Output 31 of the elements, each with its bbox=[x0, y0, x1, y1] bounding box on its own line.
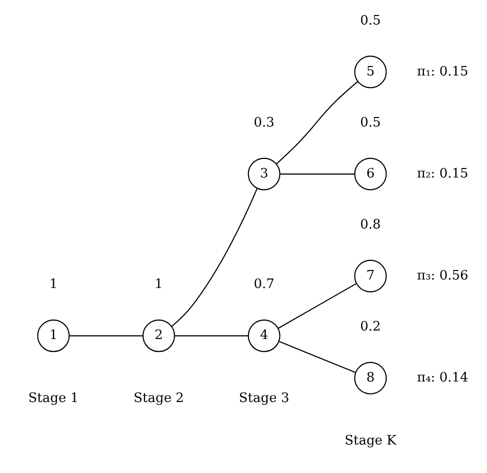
connector bbox=[174, 334, 248, 336]
node-label: 0.7 bbox=[253, 276, 274, 292]
node-circle: 6 bbox=[354, 157, 386, 190]
node-label: π₂: 0.15 bbox=[416, 166, 468, 181]
node-circle: 5 bbox=[354, 55, 386, 88]
label: Stage 2 bbox=[133, 390, 184, 406]
connector bbox=[68, 334, 142, 336]
node-label: 1 bbox=[154, 276, 162, 292]
node-label: 0.5 bbox=[360, 12, 380, 28]
node-circle: 1 bbox=[36, 319, 70, 352]
connector bbox=[280, 172, 354, 174]
node-label: π₁: 0.15 bbox=[416, 64, 468, 79]
node-label: 1 bbox=[48, 276, 58, 292]
node-label: π₄: 0.14 bbox=[416, 370, 468, 386]
label: Stage K bbox=[344, 432, 396, 448]
node-circle: 7 bbox=[354, 259, 386, 292]
label: Stage 3 bbox=[238, 390, 289, 406]
node-circle: 4 bbox=[247, 319, 280, 352]
node-circle: 3 bbox=[247, 157, 280, 190]
connector bbox=[278, 282, 356, 328]
node-label: 0.5 bbox=[360, 114, 380, 130]
node-label: 0.2 bbox=[360, 318, 380, 334]
connector bbox=[278, 340, 356, 373]
node-circle: 8 bbox=[354, 361, 386, 394]
node-label: 0.3 bbox=[253, 114, 274, 130]
connector bbox=[170, 188, 258, 326]
node-label: π₃: 0.56 bbox=[416, 268, 468, 283]
label: Stage 1 bbox=[28, 390, 78, 406]
node-circle: 2 bbox=[142, 319, 175, 352]
connector bbox=[276, 80, 358, 164]
node-label: 0.8 bbox=[360, 216, 380, 232]
